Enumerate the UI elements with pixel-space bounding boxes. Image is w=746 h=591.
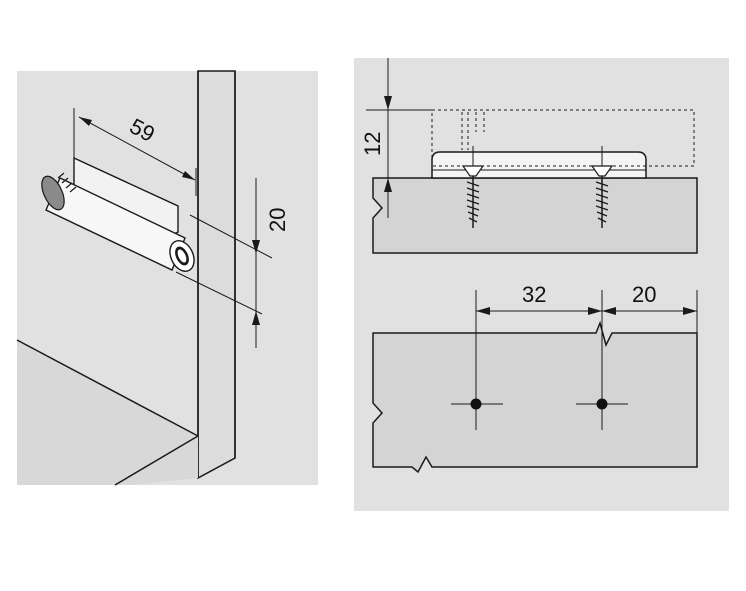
damper-front-inner	[177, 249, 187, 263]
dimension-edge-distance-label: 20	[632, 282, 656, 307]
screw-thread-1	[466, 181, 480, 223]
shelf-edge-top	[16, 339, 199, 437]
ext-line-offset-a	[189, 214, 273, 259]
right-panel: 12 32	[354, 58, 729, 511]
damper-outline-dashed	[431, 109, 695, 167]
dimension-edge-distance: 20	[602, 282, 697, 315]
hole-dot-2	[596, 398, 608, 410]
arrow-height-bottom	[384, 178, 392, 192]
arrow-spacing-right	[588, 307, 602, 315]
top-view-board	[372, 320, 698, 474]
screw-head-2	[590, 165, 614, 177]
arrow-offset-bottom	[252, 311, 260, 325]
screw-icon	[590, 146, 614, 228]
side-view: 12	[360, 58, 698, 254]
drill-hole-marker	[576, 290, 628, 430]
dimension-offset: 20	[175, 178, 290, 348]
mounting-plate-side	[431, 151, 647, 179]
thread-lines	[57, 172, 77, 193]
arrow-length-left	[79, 117, 92, 126]
dimension-spacing-label: 32	[522, 282, 546, 307]
screw-icon	[461, 146, 485, 228]
top-view: 32 20	[372, 282, 698, 474]
arrow-length-right	[182, 171, 195, 180]
ext-line-offset-b	[175, 271, 263, 315]
dimension-height-label: 12	[360, 132, 385, 156]
screw-thread-2	[595, 181, 609, 223]
dimension-spacing: 32	[476, 282, 602, 315]
arrow-edge-right	[683, 307, 697, 315]
dimension-height: 12	[360, 58, 432, 218]
arrow-offset-top	[252, 240, 260, 254]
cabinet-side-wall	[197, 70, 236, 480]
arrow-height-top	[384, 96, 392, 110]
side-view-board	[372, 177, 698, 254]
arrow-edge-left	[602, 307, 616, 315]
damper-thread-end	[41, 175, 65, 211]
dim-line-length	[78, 116, 196, 181]
hole-dot-1	[470, 398, 482, 410]
dimension-offset-label: 20	[265, 208, 290, 232]
drill-hole-marker	[451, 290, 503, 430]
arrow-spacing-left	[476, 307, 490, 315]
shelf-edge-front	[114, 435, 199, 486]
screw-head-1	[461, 165, 485, 177]
damper-cylinder	[41, 156, 195, 272]
cabinet-bottom-shelf	[17, 340, 198, 485]
left-panel: 59 20	[16, 70, 318, 486]
